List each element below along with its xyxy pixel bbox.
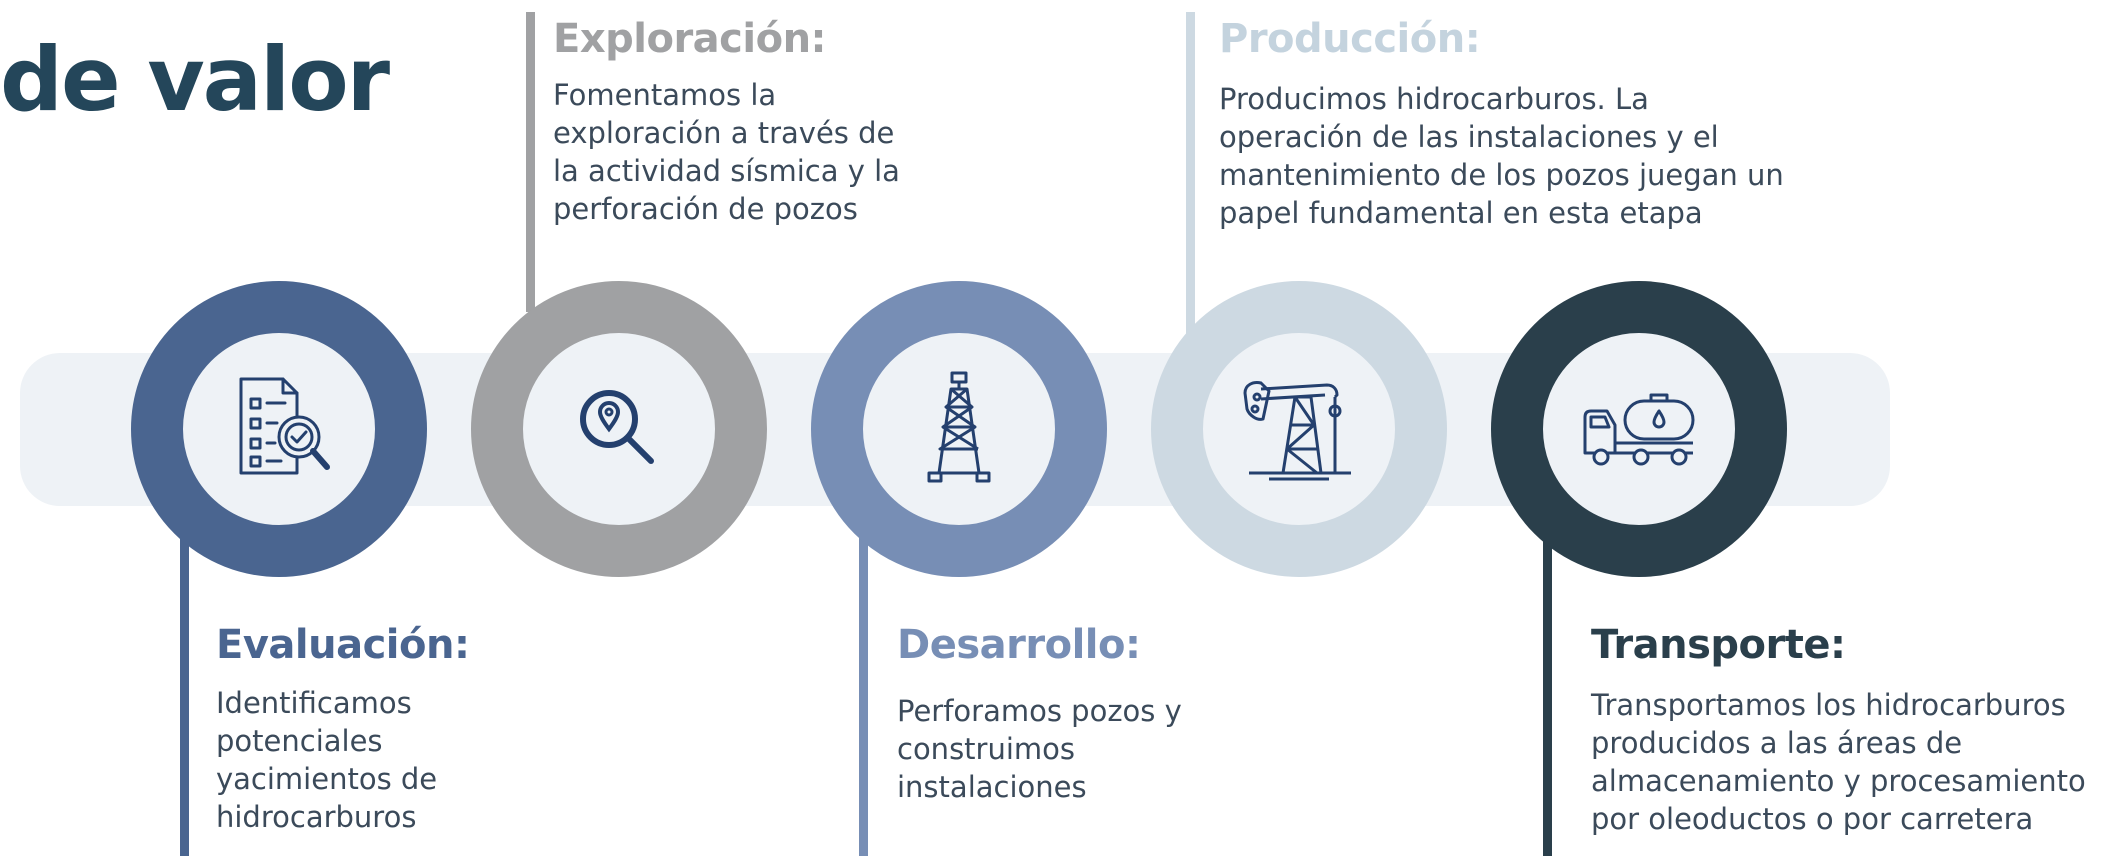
connector-line-produccion (1186, 12, 1195, 334)
connector-line-transporte (1543, 520, 1552, 856)
stage-title-exploracion: Exploración: (553, 16, 827, 62)
page-title: de valor (0, 28, 390, 131)
stage-block-evaluacion: Evaluación: Identificamos potenciales ya… (216, 622, 516, 836)
stage-ring-evaluacion (131, 281, 427, 577)
stage-ring-transporte (1491, 281, 1787, 577)
document-search-icon (239, 377, 330, 475)
location-search-icon (580, 390, 654, 464)
stage-title-desarrollo: Desarrollo: (897, 622, 1141, 668)
stage-block-exploracion: Exploración: Fomentamos la exploración a… (553, 16, 953, 228)
tanker-truck-icon (1583, 393, 1695, 466)
stage-text-evaluacion: Identificamos potenciales yacimientos de… (216, 686, 438, 834)
drilling-rig-icon (927, 371, 991, 483)
stage-title-transporte: Transporte: (1591, 622, 1846, 668)
stage-title-produccion: Producción: (1219, 16, 1481, 62)
stage-ring-produccion (1151, 281, 1447, 577)
stage-text-produccion: Producimos hidrocarburos. La operación d… (1219, 82, 1784, 230)
stage-text-exploracion: Fomentamos la exploración a través de la… (553, 78, 900, 226)
connector-line-exploracion (526, 12, 535, 312)
pumpjack-icon (1243, 381, 1351, 481)
connector-line-evaluacion (180, 520, 189, 856)
stage-ring-exploracion (471, 281, 767, 577)
stage-text-transporte: Transportamos los hidrocarburos producid… (1591, 688, 2086, 836)
stage-title-evaluacion: Evaluación: (216, 622, 470, 668)
stage-text-desarrollo: Perforamos pozos y construimos instalaci… (897, 694, 1182, 804)
stage-block-produccion: Producción: Producimos hidrocarburos. La… (1219, 16, 1819, 232)
stage-ring-desarrollo (811, 281, 1107, 577)
connector-line-desarrollo (859, 520, 868, 856)
stage-block-desarrollo: Desarrollo: Perforamos pozos y construim… (897, 622, 1237, 806)
stage-block-transporte: Transporte: Transportamos los hidrocarbu… (1591, 622, 2121, 838)
